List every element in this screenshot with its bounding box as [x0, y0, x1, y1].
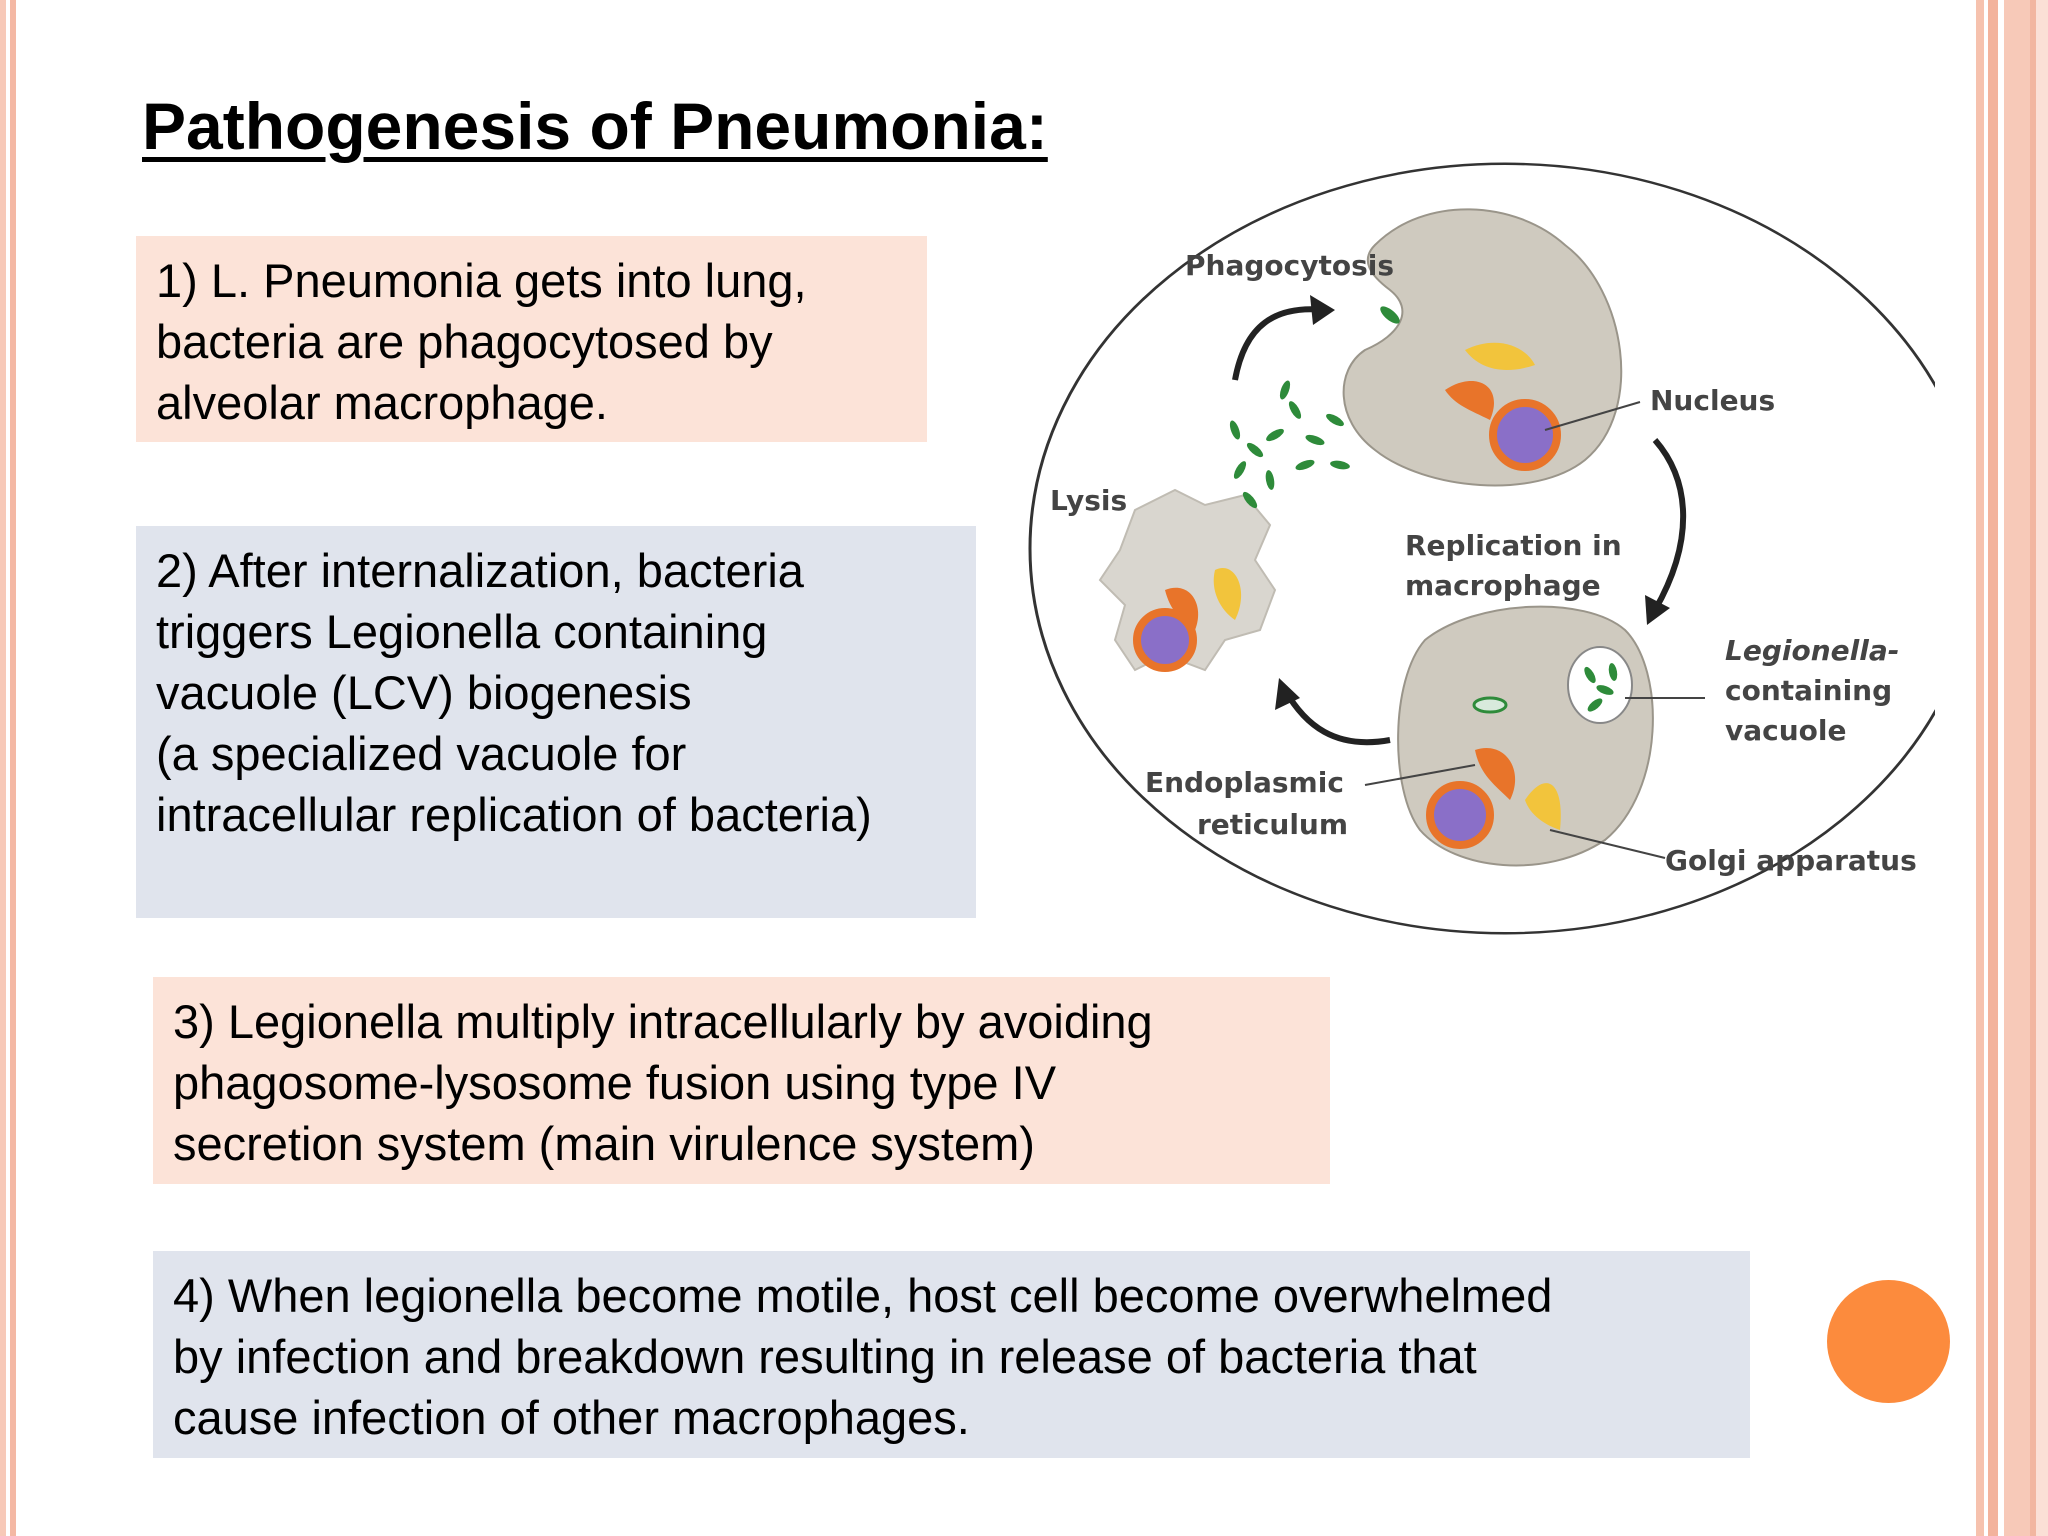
phagosome [1472, 696, 1508, 714]
label-lysis: Lysis [1050, 484, 1127, 517]
replicating-bacteria [1584, 663, 1618, 712]
endoplasmic-reticulum [1475, 748, 1516, 800]
arrow-heads [1275, 295, 1670, 710]
released-bacteria [1229, 380, 1350, 509]
golgi-apparatus [1525, 783, 1561, 830]
golgi-apparatus [1465, 342, 1535, 370]
bacterium [1380, 306, 1400, 324]
label-lcv-3: vacuole [1725, 714, 1847, 747]
slide-border-right [1970, 0, 2048, 1536]
endoplasmic-reticulum [1165, 587, 1199, 630]
endoplasmic-reticulum [1445, 381, 1494, 420]
macrophage-phagocytosis [1342, 208, 1623, 487]
macrophage-lysis [1098, 380, 1350, 672]
macrophage-lcv [1397, 605, 1654, 867]
arrow-lysis [1282, 688, 1391, 746]
label-phagocytosis: Phagocytosis [1185, 249, 1394, 282]
slide-border-left [0, 0, 22, 1536]
point-4-box: 4) When legionella become motile, host c… [153, 1251, 1750, 1458]
arrow-phagocytosis [1232, 306, 1326, 381]
nucleus [1489, 399, 1561, 471]
label-er-2: reticulum [1197, 808, 1348, 841]
label-nucleus: Nucleus [1650, 384, 1775, 417]
label-golgi: Golgi apparatus [1665, 844, 1917, 877]
label-lcv-2: containing [1725, 674, 1892, 707]
label-er-1: Endoplasmic [1145, 766, 1344, 799]
cycle-circle [1028, 162, 1935, 935]
slide-title: Pathogenesis of Pneumonia: [142, 89, 1048, 163]
legionella-lifecycle-diagram: Phagocytosis Nucleus Lysis Replication i… [1028, 162, 1935, 935]
decorative-orange-circle [1827, 1280, 1950, 1403]
golgi-apparatus [1213, 568, 1242, 620]
label-leader-lines [1364, 401, 1705, 859]
label-replication-2: macrophage [1405, 569, 1601, 602]
point-1-box: 1) L. Pneumonia gets into lung, bacteria… [136, 236, 927, 442]
point-2-box: 2) After internalization, bacteria trigg… [136, 526, 976, 918]
label-replication-1: Replication in [1405, 529, 1622, 562]
legionella-containing-vacuole [1567, 646, 1633, 724]
label-lcv-1: Legionella- [1725, 634, 1899, 667]
point-3-box: 3) Legionella multiply intracellularly b… [153, 977, 1330, 1184]
arrow-replication [1652, 438, 1687, 612]
nucleus [1133, 608, 1197, 672]
nucleus [1426, 781, 1494, 849]
